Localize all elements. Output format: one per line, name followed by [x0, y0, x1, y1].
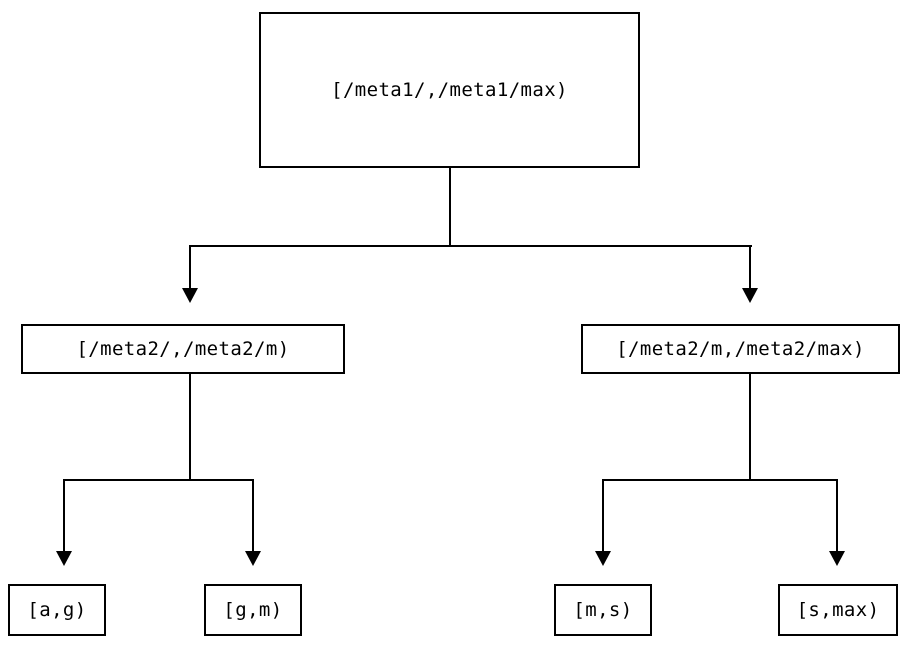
arrowhead-down-icon-leaf-ag [56, 551, 72, 566]
edge-mid-left-to-leaf-gm-drop [252, 479, 254, 551]
tree-node-mid-right-label: [/meta2/m,/meta2/max) [616, 337, 865, 360]
edge-root-to-mid-left-drop [189, 245, 191, 288]
arrowhead-down-icon-leaf-gm [245, 551, 261, 566]
tree-node-mid-left-label: [/meta2/,/meta2/m) [76, 337, 290, 360]
tree-node-leaf-smax: [s,max) [778, 584, 898, 636]
tree-node-mid-right: [/meta2/m,/meta2/max) [581, 324, 900, 374]
tree-node-leaf-gm: [g,m) [204, 584, 302, 636]
edge-mid-right-horizontal-bus [602, 479, 838, 481]
edge-root-stem [449, 168, 451, 247]
arrowhead-down-icon-leaf-smax [829, 551, 845, 566]
arrowhead-down-icon-mid-right [742, 288, 758, 303]
tree-node-root: [/meta1/,/meta1/max) [259, 12, 640, 168]
tree-node-root-label: [/meta1/,/meta1/max) [331, 78, 568, 101]
edge-mid-left-stem [189, 374, 191, 481]
edge-root-to-mid-right-drop [749, 245, 751, 288]
tree-node-leaf-ms: [m,s) [554, 584, 652, 636]
tree-node-leaf-smax-label: [s,max) [796, 598, 880, 621]
edge-mid-right-stem [749, 374, 751, 481]
tree-node-leaf-ms-label: [m,s) [573, 598, 633, 621]
edge-mid-left-horizontal-bus [63, 479, 254, 481]
edge-mid-left-to-leaf-ag-drop [63, 479, 65, 551]
tree-node-leaf-ag-label: [a,g) [27, 598, 87, 621]
tree-node-mid-left: [/meta2/,/meta2/m) [21, 324, 345, 374]
arrowhead-down-icon-leaf-ms [595, 551, 611, 566]
edge-mid-right-to-leaf-smax-drop [836, 479, 838, 551]
tree-node-leaf-ag: [a,g) [8, 584, 106, 636]
arrowhead-down-icon-mid-left [182, 288, 198, 303]
edge-root-horizontal-bus [189, 245, 752, 247]
edge-mid-right-to-leaf-ms-drop [602, 479, 604, 551]
tree-node-leaf-gm-label: [g,m) [223, 598, 283, 621]
